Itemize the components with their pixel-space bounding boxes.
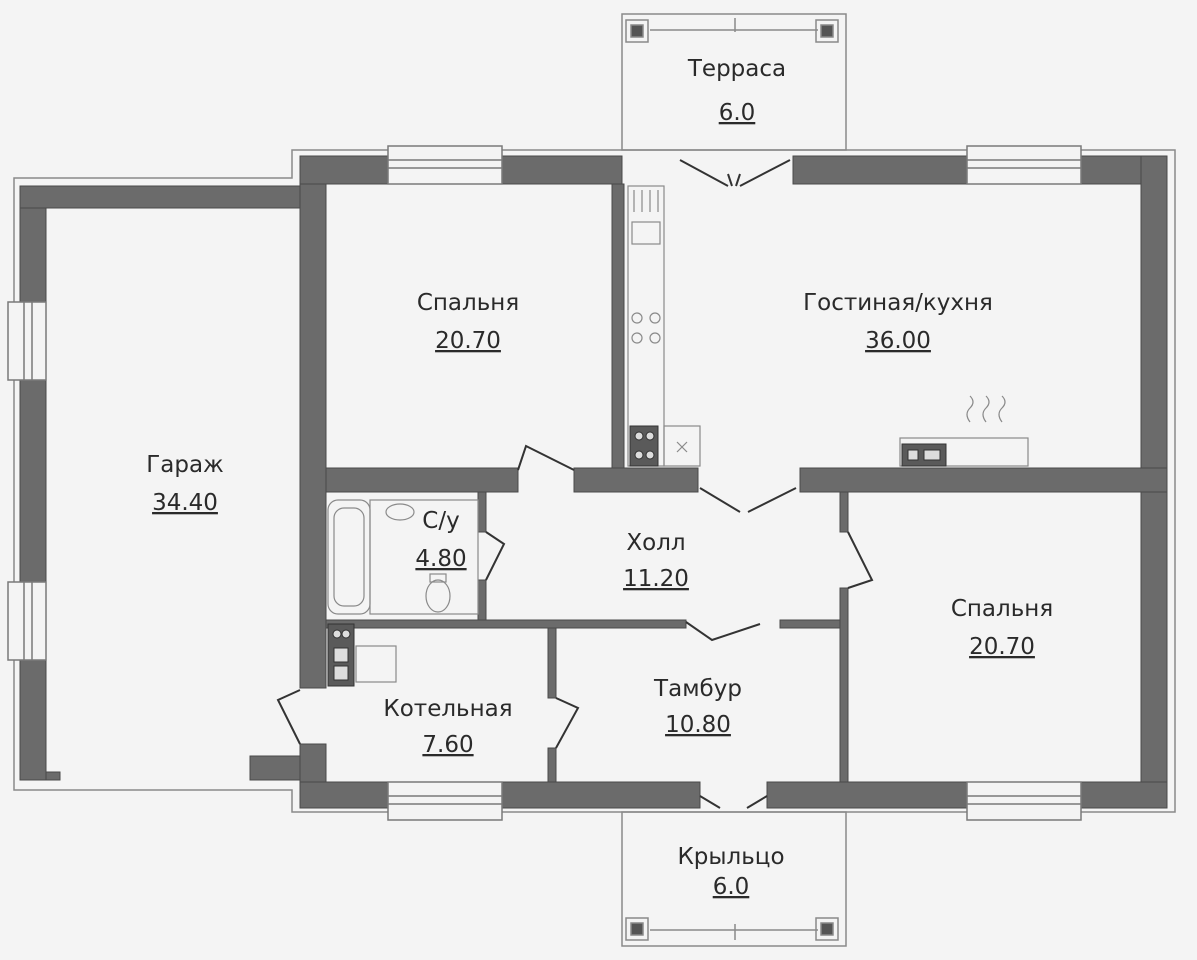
room-name: Спальня bbox=[417, 290, 519, 316]
room-area: 34.40 bbox=[152, 490, 218, 516]
room-area: 36.00 bbox=[865, 328, 931, 354]
room-label-bathroom: С/у 4.80 bbox=[415, 508, 466, 572]
room-label-porch: Крыльцо 6.0 bbox=[677, 844, 784, 900]
room-area: 11.20 bbox=[623, 566, 689, 592]
room-label-vestibule: Тамбур 10.80 bbox=[653, 676, 742, 738]
room-name: Холл bbox=[626, 530, 685, 556]
appliances bbox=[327, 425, 947, 687]
room-name: Гараж bbox=[146, 452, 224, 478]
room-label-bedroom-2: Спальня 20.70 bbox=[951, 596, 1053, 660]
room-area: 20.70 bbox=[969, 634, 1035, 660]
room-label-living: Гостиная/кухня 36.00 bbox=[803, 290, 993, 354]
room-label-boiler: Котельная 7.60 bbox=[383, 696, 512, 758]
room-name: Спальня bbox=[951, 596, 1053, 622]
fixtures bbox=[327, 185, 1029, 683]
room-name: Котельная bbox=[383, 696, 512, 722]
room-area: 20.70 bbox=[435, 328, 501, 354]
room-label-garage: Гараж 34.40 bbox=[146, 452, 224, 516]
room-name: Гостиная/кухня bbox=[803, 290, 993, 316]
room-name: Терраса bbox=[687, 56, 786, 82]
terrace-structure bbox=[621, 13, 847, 151]
room-name: Тамбур bbox=[653, 676, 742, 702]
room-area: 10.80 bbox=[665, 712, 731, 738]
doors bbox=[276, 159, 874, 809]
room-area: 4.80 bbox=[415, 546, 466, 572]
room-name: С/у bbox=[422, 508, 459, 534]
room-label-bedroom-1: Спальня 20.70 bbox=[417, 290, 519, 354]
room-label-terrace: Терраса 6.0 bbox=[687, 56, 786, 126]
room-label-hall: Холл 11.20 bbox=[623, 530, 689, 592]
room-area: 7.60 bbox=[422, 732, 473, 758]
room-labels: Терраса 6.0 Гараж 34.40 Спальня 20.70 Го… bbox=[146, 56, 1053, 900]
windows bbox=[7, 145, 1082, 821]
room-area: 6.0 bbox=[719, 100, 756, 126]
room-name: Крыльцо bbox=[677, 844, 784, 870]
room-area: 6.0 bbox=[713, 874, 750, 900]
outer-outline bbox=[13, 149, 1176, 813]
porch-structure bbox=[621, 811, 847, 947]
interior-walls bbox=[325, 183, 1168, 783]
